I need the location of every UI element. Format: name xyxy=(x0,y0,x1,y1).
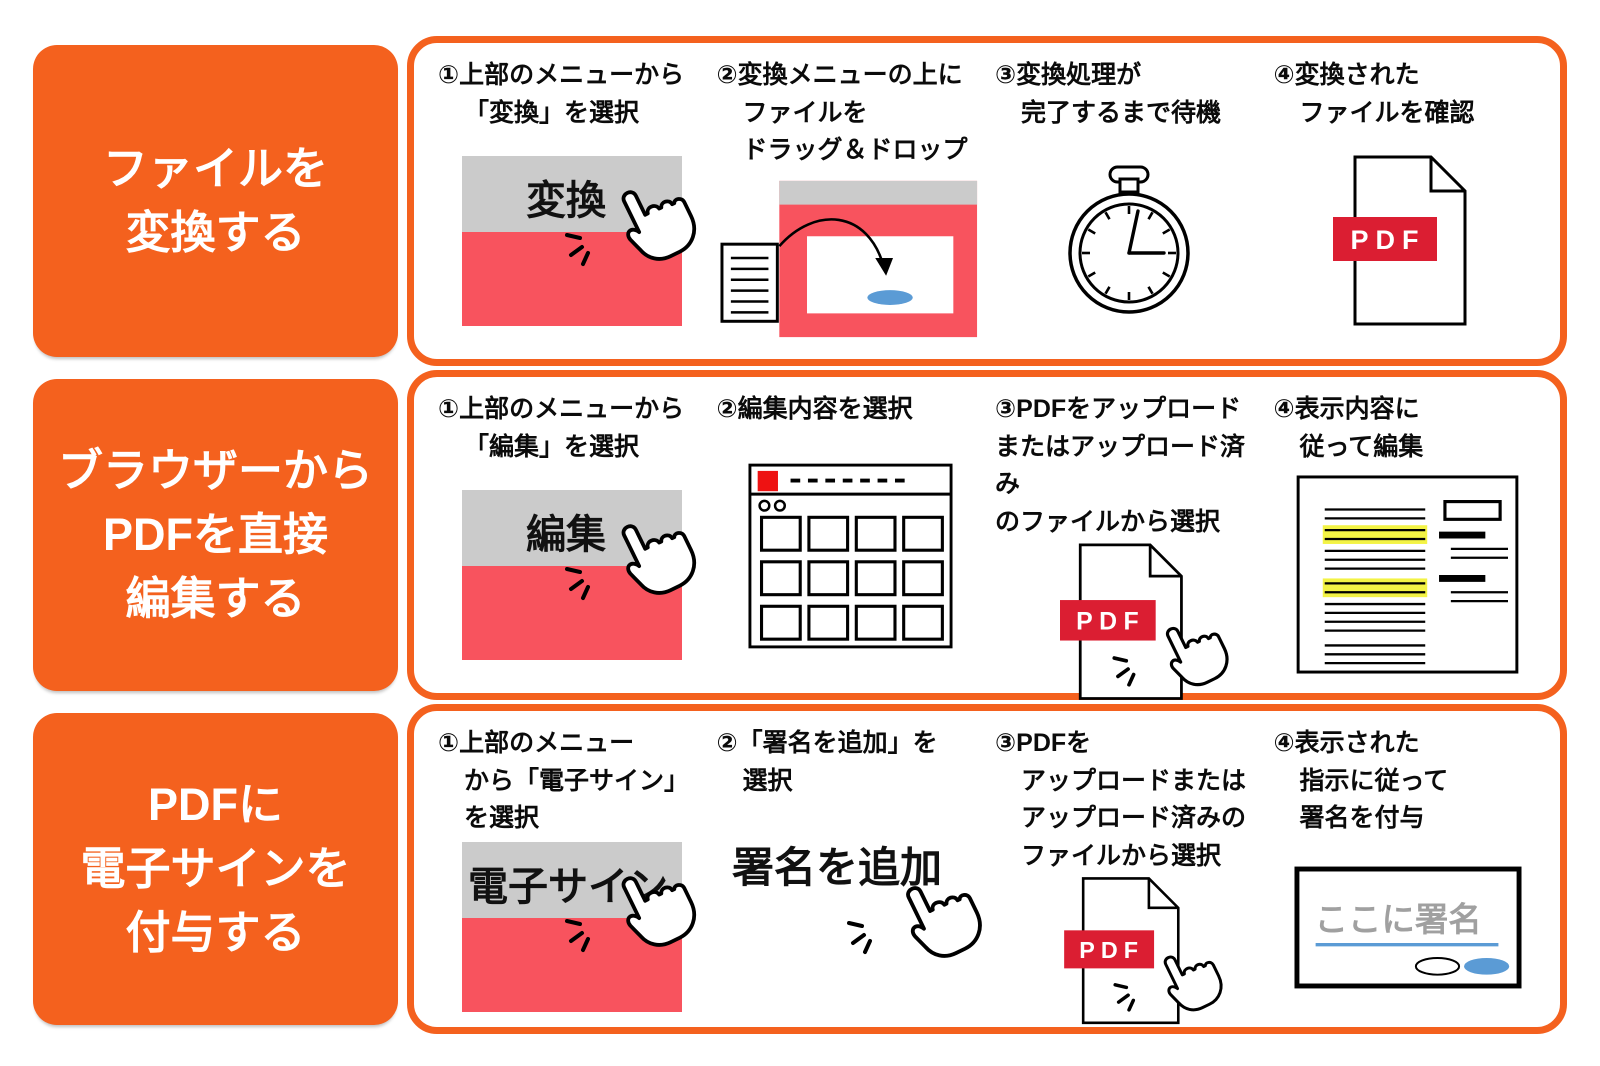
document-text-lines xyxy=(1324,508,1426,665)
step-title: ①上部のメニュー から「電子サイン」 を選択 xyxy=(438,729,690,832)
step-esign-2: ②「署名を追加」を 選択 署名を追加 xyxy=(716,725,991,1017)
step-art xyxy=(717,170,986,350)
stopwatch-ticks xyxy=(1082,205,1177,300)
step-title: ①上部のメニューから 「編集」を選択 xyxy=(438,395,685,461)
edit-options-window-graphic xyxy=(748,463,953,649)
step-art: PDF xyxy=(1274,132,1543,349)
step-title: ③変換処理が 完了するまで待機 xyxy=(995,61,1222,127)
menu-item-label: 変換 xyxy=(526,178,607,223)
step-art: ここに署名 xyxy=(1274,838,1543,1018)
drag-drop-graphic xyxy=(720,181,977,338)
step-edit-3: ③PDFをアップロード またはアップロード済み のファイルから選択 PDF xyxy=(995,391,1264,700)
step-art: 電子サイン xyxy=(438,838,707,1018)
drag-arrow-icon xyxy=(778,218,893,277)
step-art: 編集 xyxy=(438,466,707,683)
step-convert-2: ②変換メニューの上に ファイルを ドラッグ＆ドロップ xyxy=(717,57,986,349)
step-title: ②「署名を追加」を 選択 xyxy=(716,729,938,795)
row-esign-steps-panel: ①上部のメニュー から「電子サイン」 を選択 電子サイン ②「署名を追加」を 選… xyxy=(407,704,1567,1034)
pdf-file-click-graphic: PDF xyxy=(1060,543,1237,700)
step-edit-4: ④表示内容に 従って編集 xyxy=(1274,391,1543,683)
step-esign-4: ④表示された 指示に従って 署名を付与 ここに署名 xyxy=(1274,725,1543,1017)
page-fold xyxy=(1149,544,1182,578)
step-esign-1: ①上部のメニュー から「電子サイン」 を選択 電子サイン xyxy=(438,725,707,1017)
pdf-badge-label: PDF xyxy=(1076,609,1145,636)
page-fold xyxy=(1429,157,1465,193)
step-title: ④表示内容に 従って編集 xyxy=(1273,395,1424,461)
row-label-esign: PDFに 電子サインを 付与する xyxy=(33,713,398,1025)
step-convert-3: ③変換処理が 完了するまで待機 xyxy=(995,57,1264,349)
row-convert-steps-panel: ①上部のメニューから 「変換」を選択 変換 ②変換メニューの上に ファイルを ド… xyxy=(407,36,1567,366)
step-edit-1: ①上部のメニューから 「編集」を選択 編集 xyxy=(438,391,707,683)
highlight-band xyxy=(1323,525,1428,544)
highlight-band xyxy=(1323,578,1428,598)
signature-box-graphic: ここに署名 xyxy=(1294,866,1522,989)
cancel-stamp-ellipse xyxy=(1414,956,1460,976)
confirm-stamp-ellipse xyxy=(1463,957,1509,975)
sign-here-placeholder: ここに署名 xyxy=(1314,902,1481,939)
row-label-edit: ブラウザーから PDFを直接 編集する xyxy=(33,379,398,691)
menu-click-graphic: 編集 xyxy=(462,489,706,660)
drop-spot xyxy=(867,290,913,306)
row-edit-steps-panel: ①上部のメニューから 「編集」を選択 編集 ②編集内容を選択 xyxy=(407,370,1567,700)
step-art: 署名を追加 xyxy=(717,800,991,1017)
step-title: ③PDFをアップロード またはアップロード済み のファイルから選択 xyxy=(995,395,1246,536)
add-signature-label: 署名を追加 xyxy=(732,844,942,891)
row-convert-files: ①上部のメニューから 「変換」を選択 変換 ②変換メニューの上に ファイルを ド… xyxy=(33,36,1567,366)
step-convert-4: ④変換された ファイルを確認 PDF xyxy=(1274,57,1543,349)
app-window-titlebar xyxy=(779,181,977,205)
menu-item-label: 編集 xyxy=(526,513,606,557)
stopwatch-icon xyxy=(1068,165,1190,314)
page-fold xyxy=(1147,878,1179,910)
menu-click-graphic: 電子サイン xyxy=(462,842,706,1013)
step-art xyxy=(717,429,986,684)
pdf-badge xyxy=(1332,217,1437,261)
pdf-badge xyxy=(1060,600,1156,641)
window-red-square xyxy=(757,470,779,491)
pdf-badge-label: PDF xyxy=(1080,937,1145,963)
click-marks-icon xyxy=(846,920,872,954)
row-edit-pdf: ①上部のメニューから 「編集」を選択 編集 ②編集内容を選択 xyxy=(33,370,1567,700)
file-document-icon xyxy=(720,242,779,324)
pdf-badge xyxy=(1064,930,1155,969)
edit-option-tiles xyxy=(760,515,945,641)
step-esign-3: ③PDFを アップロードまたは アップロード済みの ファイルから選択 PDF xyxy=(995,725,1264,1025)
add-signature-button-graphic: 署名を追加 xyxy=(732,844,991,968)
stopwatch-hands xyxy=(1127,208,1166,255)
step-title: ④表示された 指示に従って 署名を付与 xyxy=(1273,729,1449,832)
step-convert-1: ①上部のメニューから 「変換」を選択 変換 xyxy=(438,57,707,349)
step-title: ③PDFを アップロードまたは アップロード済みの ファイルから選択 xyxy=(995,729,1247,870)
step-art xyxy=(1274,466,1543,683)
step-title: ②編集内容を選択 xyxy=(716,395,913,423)
step-title: ④変換された ファイルを確認 xyxy=(1273,61,1475,127)
pdf-file-click-graphic: PDF xyxy=(1064,877,1230,1025)
step-art xyxy=(995,132,1264,349)
document-sidebar xyxy=(1439,500,1509,603)
row-esign-pdf: ①上部のメニュー から「電子サイン」 を選択 電子サイン ②「署名を追加」を 選… xyxy=(33,704,1567,1034)
step-title: ②変換メニューの上に ファイルを ドラッグ＆ドロップ xyxy=(716,61,968,164)
step-art: 変換 xyxy=(438,132,707,349)
edited-document-graphic xyxy=(1296,475,1519,674)
step-title: ①上部のメニューから 「変換」を選択 xyxy=(438,61,685,127)
pdf-file-icon: PDF xyxy=(1332,155,1467,326)
step-art: PDF xyxy=(995,875,1264,1041)
pdf-badge-label: PDF xyxy=(1350,225,1425,255)
step-art: PDF xyxy=(995,541,1264,718)
step-edit-2: ②編集内容を選択 xyxy=(717,391,986,683)
row-label-convert: ファイルを 変換する xyxy=(33,45,398,357)
menu-click-graphic: 変換 xyxy=(462,155,706,326)
